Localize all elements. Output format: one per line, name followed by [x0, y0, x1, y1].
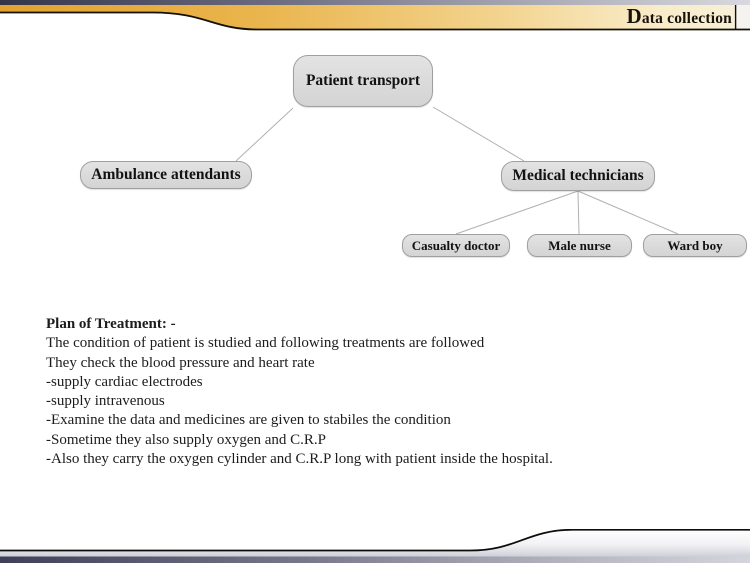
page-title-initial: D: [626, 4, 642, 28]
footer-underfill: [0, 529, 750, 557]
treatment-plan-line: -supply cardiac electrodes: [46, 373, 203, 390]
treatment-plan-line: They check the blood pressure and heart …: [46, 354, 315, 371]
connector-medical-nurse: [577, 190, 580, 235]
treatment-plan-line: -Sometime they also supply oxygen and C.…: [46, 431, 326, 448]
connector-root-medical: [432, 106, 525, 162]
diagram-node-casualty-doctor: Casualty doctor: [402, 234, 510, 257]
footer-band-graphic: [0, 529, 750, 563]
treatment-plan-line: -Also they carry the oxygen cylinder and…: [46, 451, 553, 468]
treatment-plan-line: The condition of patient is studied and …: [46, 335, 485, 352]
swoosh-outline: [0, 11, 750, 31]
diagram-node-ward-boy: Ward boy: [643, 234, 747, 257]
gold-swoosh: [0, 5, 750, 30]
page-title-rest: ata collection: [641, 10, 732, 27]
connector-root-ambulance: [235, 107, 294, 162]
treatment-plan-heading: Plan of Treatment: -: [46, 316, 176, 332]
footer-curve-outline: [0, 529, 750, 552]
treatment-plan-block: Plan of Treatment: - The condition of pa…: [46, 315, 696, 469]
diagram-node-male-nurse: Male nurse: [527, 234, 632, 257]
treatment-plan-line: -Examine the data and medicines are give…: [46, 412, 451, 429]
title-right-cap: [736, 5, 750, 30]
bottom-strip: [0, 556, 750, 563]
top-strip: [0, 0, 750, 5]
header-band-graphic: [0, 0, 750, 31]
diagram-node-medical-technicians: Medical technicians: [501, 161, 655, 191]
treatment-plan-line: -supply intravenous: [46, 393, 165, 410]
diagram-node-patient-transport: Patient transport: [293, 55, 433, 107]
diagram-node-ambulance-attendants: Ambulance attendants: [80, 161, 252, 189]
connector-medical-wardboy: [577, 190, 679, 235]
connector-medical-casualty: [455, 190, 579, 235]
